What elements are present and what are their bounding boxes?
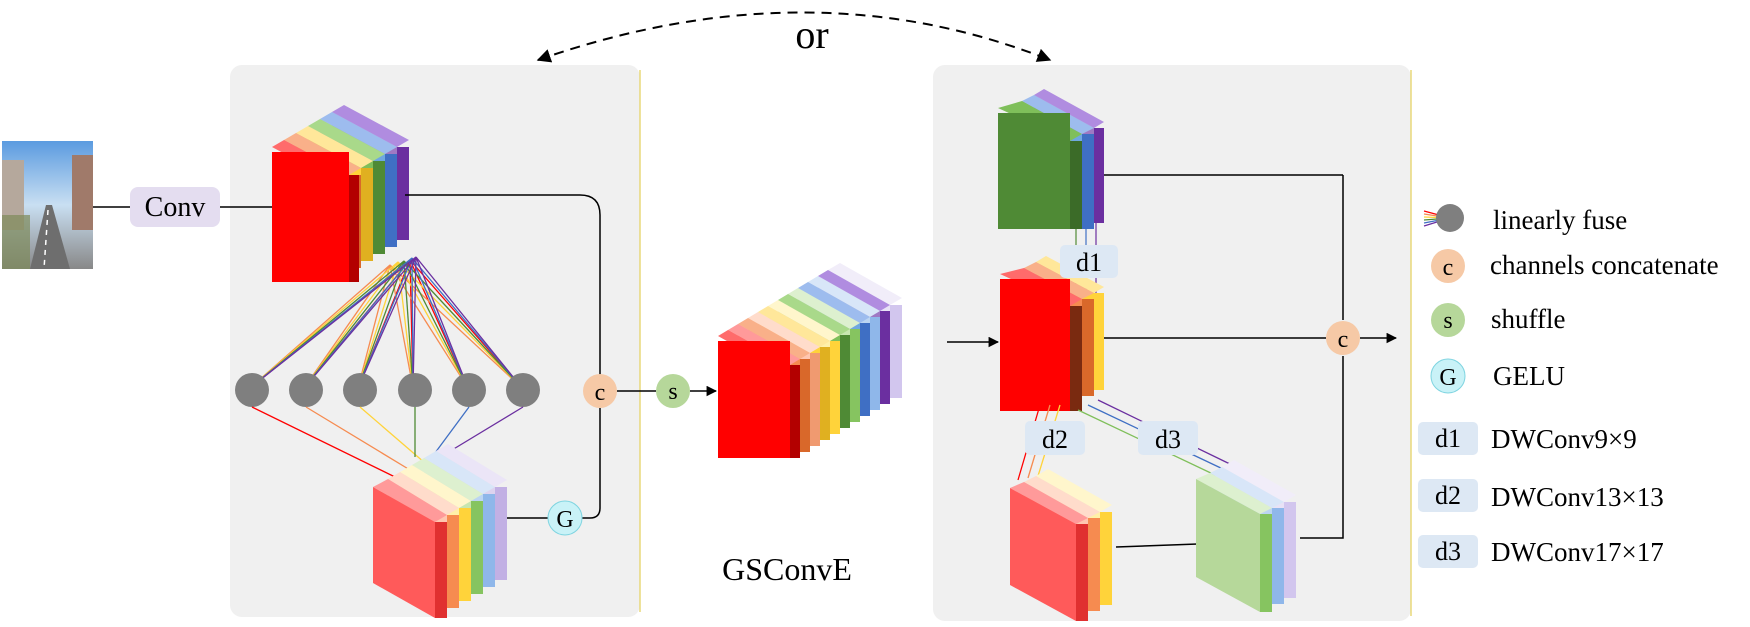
legend-text-linearly-fuse: linearly fuse xyxy=(1493,205,1627,235)
legend-d1: d1 DWConv9×9 xyxy=(1418,422,1637,455)
legend-shuffle: s shuffle xyxy=(1431,303,1566,337)
svg-text:d2: d2 xyxy=(1435,481,1461,510)
input-street-image xyxy=(2,141,93,270)
fuse-node xyxy=(289,373,323,407)
legend-text-d1: DWConv9×9 xyxy=(1491,424,1637,454)
bottom-right-to-concat-line xyxy=(1300,356,1344,539)
gelu-symbol: G xyxy=(556,507,573,533)
concat-symbol-right: c xyxy=(1338,327,1349,353)
d3-box xyxy=(1138,421,1198,455)
d1-box xyxy=(1060,245,1118,278)
legend-fuse-node xyxy=(1436,204,1464,232)
gelu-feature-cube xyxy=(373,444,507,618)
legend: linearly fuse c channels concatenate s s… xyxy=(1418,204,1719,568)
conv-label: Conv xyxy=(145,192,206,223)
fuse-node xyxy=(452,373,486,407)
svg-text:d3: d3 xyxy=(1435,537,1461,566)
legend-channels-concatenate: c channels concatenate xyxy=(1431,249,1719,283)
legend-text-d3: DWConv17×17 xyxy=(1491,537,1664,567)
legend-d2: d2 DWConv13×13 xyxy=(1418,479,1664,512)
concat-node-right xyxy=(1326,321,1360,355)
legend-text-gelu: GELU xyxy=(1493,361,1565,391)
svg-text:G: G xyxy=(1439,365,1456,391)
or-label: or xyxy=(795,12,828,57)
svg-text:c: c xyxy=(1443,255,1454,281)
fuse-lines-top xyxy=(249,256,523,389)
shuffle-node xyxy=(656,374,690,408)
legend-text-concatenate: channels concatenate xyxy=(1490,250,1719,280)
conv-box xyxy=(130,187,220,227)
right-middle-cube xyxy=(1000,256,1104,411)
legend-text-d2: DWConv13×13 xyxy=(1491,482,1664,512)
fuse-node xyxy=(343,373,377,407)
fuse-node xyxy=(398,373,432,407)
right-bottom-left-cube xyxy=(1010,469,1112,621)
legend-text-shuffle: shuffle xyxy=(1491,304,1566,334)
legend-d3: d3 DWConv17×17 xyxy=(1418,535,1664,568)
right-top-cube xyxy=(998,89,1104,229)
or-dashed-arrow xyxy=(536,11,1052,63)
shuffle-symbol: s xyxy=(668,379,677,405)
concat-node-left xyxy=(583,374,617,408)
d3-label: d3 xyxy=(1155,425,1181,454)
legend-linearly-fuse: linearly fuse xyxy=(1423,204,1627,235)
fuse-lines-bottom xyxy=(251,406,524,478)
svg-text:d1: d1 xyxy=(1435,424,1461,453)
d2-label: d2 xyxy=(1042,425,1068,454)
right-bottom-right-cube xyxy=(1196,460,1296,612)
fuse-node xyxy=(235,373,269,407)
gelu-node xyxy=(547,500,583,536)
svg-text:s: s xyxy=(1443,308,1452,334)
input-feature-cube xyxy=(272,105,409,282)
gelu-to-concat-line xyxy=(582,408,601,519)
legend-gelu: G GELU xyxy=(1430,358,1565,394)
fuse-nodes xyxy=(235,373,540,407)
output-shuffled-cube xyxy=(718,263,902,458)
d1-label: d1 xyxy=(1076,248,1102,277)
fuse-node xyxy=(506,373,540,407)
d2-box xyxy=(1025,421,1085,455)
gsconve-caption: GSConvE xyxy=(722,551,852,587)
cube-to-concat-line xyxy=(405,194,601,375)
concat-symbol-left: c xyxy=(595,380,606,406)
